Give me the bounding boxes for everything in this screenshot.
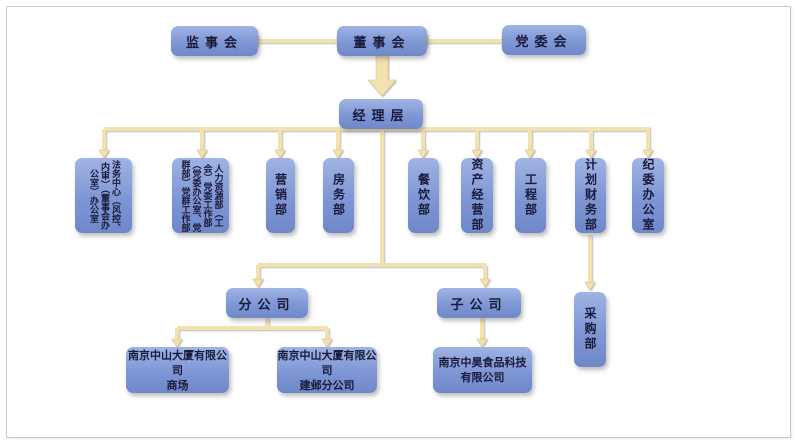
dept-catering: 餐饮部 [408, 158, 439, 233]
dept-engineering: 工程部 [515, 158, 546, 233]
subsidiary-box: 子公司 [437, 288, 521, 318]
dept-rooms: 房务部 [323, 158, 354, 233]
company-mall: 南京中山大厦有限公司 商场 [126, 347, 229, 393]
dept-legal-office: 法务中心（风控、内审）（董事会办公室）办公室 [75, 158, 132, 233]
company-jianye-unit: 建邺分公司 [299, 378, 355, 392]
dept-hr-party: 人力资源部（工会）党委工作部（党委办公室、党群部）党群工作部 [172, 158, 229, 233]
company-food-tech: 南京中昊食品科技 有限公司 [433, 347, 532, 393]
company-food-unit: 有限公司 [460, 371, 505, 384]
dept-procurement: 采购部 [574, 292, 606, 367]
management-box: 经理层 [339, 99, 423, 129]
company-mall-unit: 商场 [166, 378, 189, 392]
dept-discipline-office: 纪委办公室 [632, 158, 664, 233]
company-food-name: 南京中昊食品科技 [438, 356, 527, 369]
board-box: 董事会 [337, 26, 427, 56]
company-jianye-branch: 南京中山大厦有限公司 建邺分公司 [277, 347, 377, 393]
supervisors-box: 监事会 [171, 26, 258, 56]
dept-finance: 计划财务部 [575, 158, 606, 233]
dept-asset-operation: 资产经营部 [461, 158, 493, 233]
company-mall-name: 南京中山大厦有限公司 [128, 348, 227, 377]
branch-box: 分公司 [226, 288, 308, 318]
board-to-management-arrow [367, 55, 397, 97]
party-committee-box: 党委会 [502, 25, 586, 55]
dept-marketing: 营销部 [266, 158, 295, 233]
company-jianye-name: 南京中山大厦有限公司 [277, 348, 377, 377]
